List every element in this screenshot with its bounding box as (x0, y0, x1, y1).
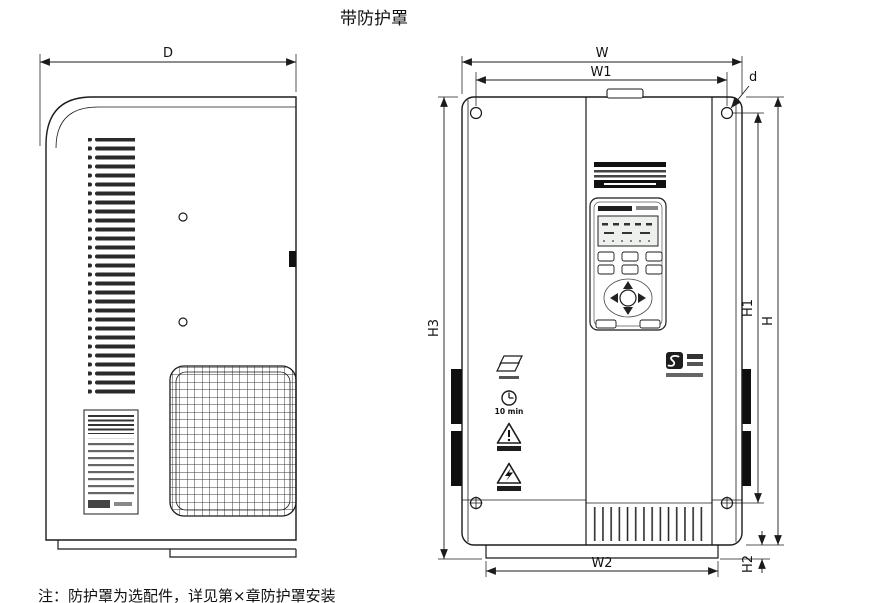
dim-H: H (746, 96, 784, 546)
dim-W: W (461, 46, 743, 94)
side-view-top-seam (55, 106, 296, 149)
dim-H3: H3 (427, 96, 482, 560)
dim-label-D: D (163, 46, 173, 61)
keypad-function-buttons (597, 251, 663, 275)
wait-time-label: 10 min (495, 407, 524, 416)
brand-logo (666, 352, 703, 377)
footnote: 注：防护罩为选配件，详见第×章防护罩安装 (38, 587, 336, 603)
terminal-vents (592, 507, 708, 541)
arrow-down-icon (623, 307, 633, 315)
keypad (589, 197, 667, 331)
keypad-nav-cluster (603, 278, 653, 318)
keypad-bottom-buttons (595, 319, 661, 329)
side-latch (289, 251, 296, 267)
arrow-right-icon (638, 293, 646, 303)
keypad-display (597, 215, 659, 247)
dim-d: d (730, 70, 757, 109)
side-view (45, 96, 297, 558)
dim-label-W: W (596, 46, 609, 61)
arrow-up-icon (623, 281, 633, 289)
dim-W1: W1 (475, 65, 728, 106)
dim-H2: H2 (720, 531, 770, 573)
high-voltage-triangle-icon (496, 462, 522, 491)
keypad-brand-bar (598, 206, 632, 211)
warning-label (594, 162, 666, 188)
dim-H1: H1 (733, 112, 764, 504)
dim-label-H1: H1 (741, 299, 756, 317)
dim-label-H: H (761, 316, 776, 326)
logo-s-icon (667, 355, 680, 367)
top-handle (606, 88, 644, 99)
dim-label-d: d (749, 70, 757, 85)
front-view: 10 min (451, 88, 751, 559)
manual-icon (496, 355, 523, 379)
cover-side-tabs (451, 369, 751, 486)
dim-label-H3: H3 (427, 319, 442, 337)
front-base (485, 545, 719, 559)
dim-label-W1: W1 (590, 65, 611, 80)
wait-time-icon: 10 min (495, 390, 524, 416)
side-base (57, 540, 297, 558)
side-screw-holes (178, 212, 188, 327)
dim-W2: W2 (485, 556, 719, 577)
fan-grille (169, 365, 297, 517)
nameplate-label (83, 409, 139, 515)
arrow-left-icon (610, 293, 618, 303)
mounting-holes (469, 106, 734, 510)
dim-label-H2: H2 (741, 555, 756, 573)
heatsink-vents (88, 138, 135, 394)
dim-label-W2: W2 (591, 556, 612, 571)
page-title: 带防护罩 (340, 9, 408, 29)
warning-triangle-icon (496, 422, 522, 451)
dim-D: D (39, 46, 297, 146)
